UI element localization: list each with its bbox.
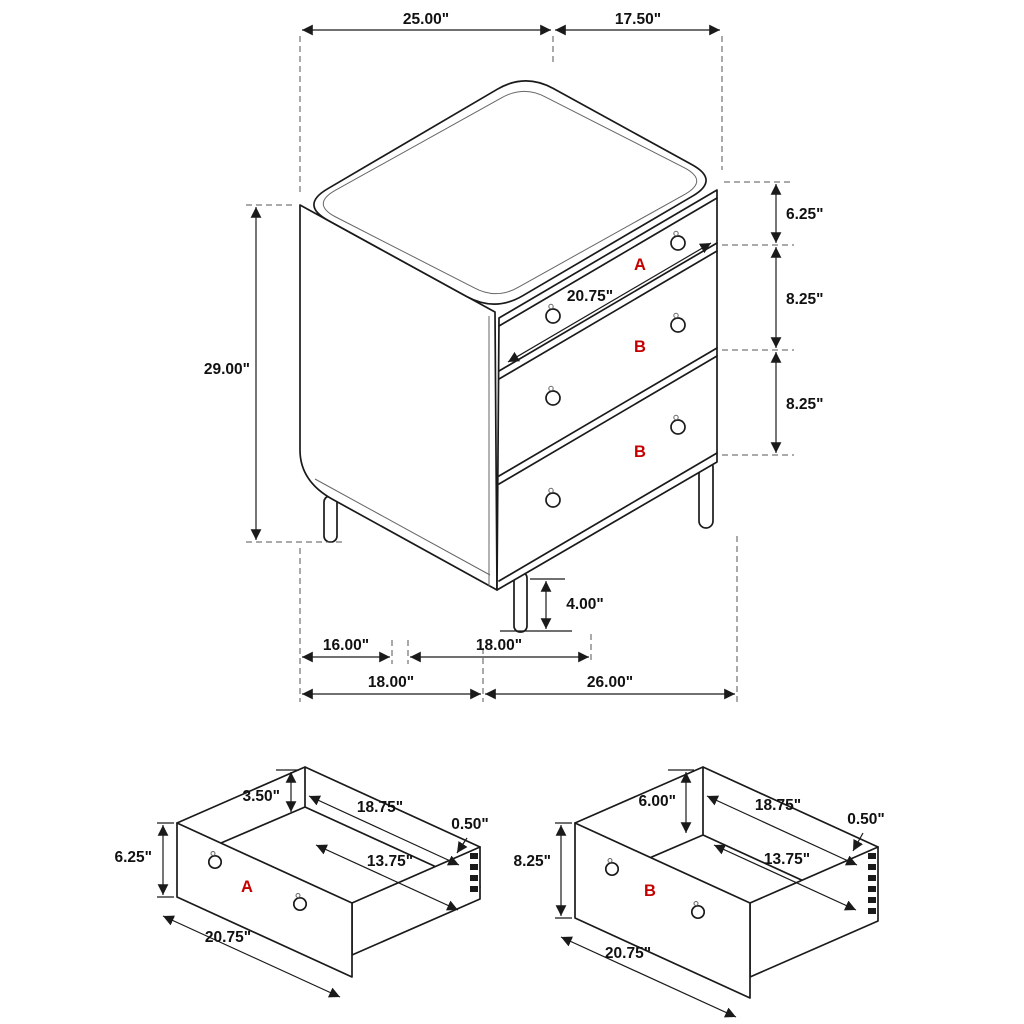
drawer-b1-label: B [634, 338, 646, 356]
drawer-b-detail: B 8.25" 6.00" 18.75" 0.50" 13.75" 20.75" [513, 766, 885, 1018]
dim-side-thickness: 0.50" [451, 816, 489, 833]
dim-top-drawer-height: 6.25" [786, 206, 824, 223]
knob-detail [548, 385, 554, 392]
drawer-knob [292, 896, 308, 912]
chest-side-panel [299, 204, 498, 591]
dim-top-depth: 25.00" [403, 11, 449, 28]
drawer-knob [670, 317, 686, 333]
drawer-a-detail-label: A [241, 878, 253, 896]
knob-detail [673, 230, 679, 237]
leader-side-thickness [456, 837, 468, 854]
dim-interior-height: 6.00" [638, 793, 676, 810]
chest-top-face-inner-edge [322, 90, 698, 295]
knob-detail [607, 858, 613, 863]
extension-lines [299, 536, 738, 702]
dim-line-interior-width-front [315, 844, 459, 911]
dim-line-front-width [162, 915, 341, 998]
chest-left-leg [323, 495, 338, 543]
chest-front-leg [513, 571, 528, 633]
dim-side-thickness: 0.50" [847, 811, 885, 828]
drawer-b-detail-label: B [644, 882, 656, 900]
dim-drawer-front-width: 20.75" [567, 288, 613, 305]
dim-overall-height: 29.00" [204, 361, 250, 378]
dim-line-front-width [560, 936, 737, 1018]
dim-interior-width-back: 18.75" [357, 799, 403, 816]
dim-leg-spacing-depth: 16.00" [323, 637, 369, 654]
footprint-dimensions: 16.00" 18.00" 18.00" 26.00" [299, 536, 738, 702]
dim-line-interior-width-front [713, 844, 857, 911]
top-dimensions: 25.00" 17.50" [299, 11, 723, 196]
dim-bottom-drawer-height: 8.25" [786, 396, 824, 413]
extension-lines [299, 36, 723, 196]
knob-detail [673, 414, 679, 421]
drawer-b2-label: B [634, 443, 646, 461]
leg-height-dimension: 4.00" [500, 578, 604, 632]
dim-front-height: 8.25" [513, 853, 551, 870]
drawer-a-detail: A 6.25" 3.50" 18.75" 0.50" 13.75" 20.75" [114, 766, 489, 998]
drawer-height-dimensions: 6.25" 8.25" 8.25" [722, 181, 824, 456]
drawer-knob [670, 235, 686, 251]
knob-detail [210, 851, 216, 856]
knob-detail [295, 893, 301, 898]
dim-interior-height: 3.50" [242, 788, 280, 805]
drawer-knob [690, 904, 706, 920]
knob-detail [693, 901, 699, 906]
dim-front-height: 6.25" [114, 849, 152, 866]
drawer-width-dimension: 20.75" [507, 242, 712, 363]
drawer-a-dimensions: 6.25" 3.50" 18.75" 0.50" 13.75" 20.75" [114, 769, 489, 998]
drawer-knob [545, 390, 561, 406]
drawer-knob [604, 861, 620, 877]
knob-detail [548, 487, 554, 494]
chest-main-view: A B B 25.00" 17.50" 29.00" 6.25" 8.25" 8… [204, 11, 824, 702]
dim-base-width: 26.00" [587, 674, 633, 691]
dim-front-width: 20.75" [605, 945, 651, 962]
drawer-knob [545, 308, 561, 324]
dim-middle-drawer-height: 8.25" [786, 291, 824, 308]
dim-line-drawer-width [507, 242, 712, 363]
drawer-b-dimensions: 8.25" 6.00" 18.75" 0.50" 13.75" 20.75" [513, 769, 885, 1018]
drawer-knob [670, 419, 686, 435]
extension-lines [246, 204, 344, 543]
chest-side-base-rail [314, 478, 491, 576]
drawer-a-label: A [634, 256, 646, 274]
dim-interior-width-front: 13.75" [764, 851, 810, 868]
extension-lines [722, 181, 794, 456]
dim-leg-spacing-width: 18.00" [476, 637, 522, 654]
drawer-knob [545, 492, 561, 508]
dim-interior-width-front: 13.75" [367, 853, 413, 870]
drawer-b2-knobs [545, 414, 686, 508]
drawer-knob [207, 854, 223, 870]
drawer-a-front-panel [176, 822, 353, 978]
dim-top-width: 17.50" [615, 11, 661, 28]
dim-front-width: 20.75" [205, 929, 251, 946]
chest-top-face [313, 80, 707, 305]
dim-interior-width-back: 18.75" [755, 797, 801, 814]
height-dimension: 29.00" [204, 204, 344, 543]
dim-base-depth: 18.00" [368, 674, 414, 691]
dim-leg-height: 4.00" [566, 596, 604, 613]
